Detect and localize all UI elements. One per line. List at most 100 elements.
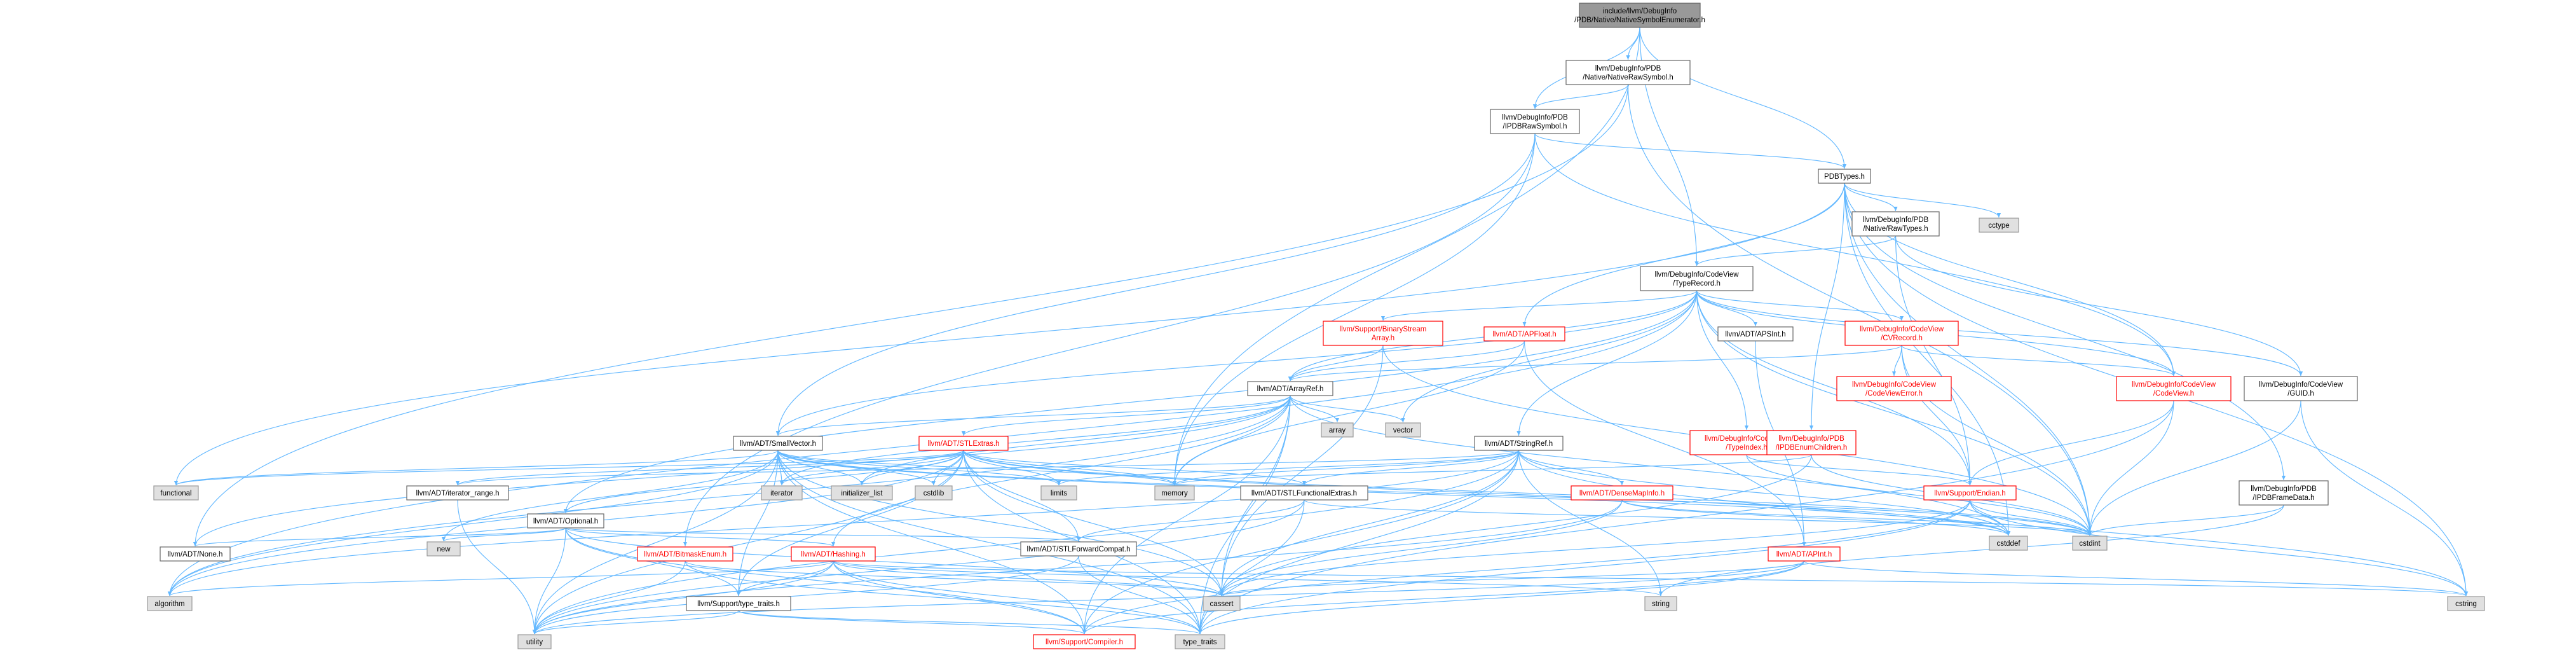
node-native_raw[interactable]: llvm/DebugInfo/PDB/Native/NativeRawSymbo… xyxy=(1565,60,1691,85)
node-box-cstddef xyxy=(1989,536,2028,551)
edge-endian-to-compiler xyxy=(1082,499,1971,635)
node-algorithm: algorithm xyxy=(147,596,193,611)
edge-smallvector-to-type_traits xyxy=(777,450,1203,635)
edge-densemapinfo-to-cstddef xyxy=(1621,499,2011,536)
node-hashing[interactable]: llvm/ADT/Hashing.h xyxy=(791,546,876,562)
node-label-optional-0: llvm/ADT/Optional.h xyxy=(533,518,598,525)
edge-typeindex-to-cstdint xyxy=(1746,454,2092,536)
node-pdbtypes[interactable]: PDBTypes.h xyxy=(1818,169,1871,184)
node-label-arrayref-0: llvm/ADT/ArrayRef.h xyxy=(1257,385,1324,393)
edge-bitmask-to-cassert xyxy=(685,560,1223,597)
node-smallvector[interactable]: llvm/ADT/SmallVector.h xyxy=(733,436,823,451)
edge-densemapinfo-to-cstdint xyxy=(1621,499,2092,536)
node-label-guid-1: /GUID.h xyxy=(2287,390,2314,398)
node-cverror[interactable]: llvm/DebugInfo/CodeView/CodeViewError.h xyxy=(1836,376,1952,401)
edge-stringref-to-iterrange xyxy=(456,450,1520,486)
node-label-utility-0: utility xyxy=(526,639,543,646)
edge-arrayref-to-vector xyxy=(1290,395,1405,423)
node-typerecord[interactable]: llvm/DebugInfo/CodeView/TypeRecord.h xyxy=(1640,266,1754,291)
node-optional[interactable]: llvm/ADT/Optional.h xyxy=(527,513,604,529)
edge-typerecord-to-binstream xyxy=(1380,290,1698,321)
node-stlfunc[interactable]: llvm/ADT/STLFunctionalExtras.h xyxy=(1240,485,1368,501)
node-box-none xyxy=(160,546,231,562)
node-apint[interactable]: llvm/ADT/APInt.h xyxy=(1768,546,1841,562)
node-box-stlfwd xyxy=(1020,541,1137,557)
node-label-stringref-0: llvm/ADT/StringRef.h xyxy=(1485,440,1553,448)
node-label-bitmask-0: llvm/ADT/BitmaskEnum.h xyxy=(644,551,726,558)
node-cvrecord[interactable]: llvm/DebugInfo/CodeView/CVRecord.h xyxy=(1844,321,1959,346)
node-typetraits_h[interactable]: llvm/Support/type_traits.h xyxy=(686,596,791,611)
edge-pdbtypes-to-ipdbenum xyxy=(1809,183,1845,431)
edge-pdbtypes-to-cstddef xyxy=(1844,183,2011,536)
node-stringref[interactable]: llvm/ADT/StringRef.h xyxy=(1474,436,1564,451)
edge-smallvector-to-cassert xyxy=(777,450,1224,597)
node-compiler[interactable]: llvm/Support/Compiler.h xyxy=(1033,634,1136,649)
node-box-framedata xyxy=(2239,480,2329,506)
edge-typetraits_h-to-compiler xyxy=(738,610,1086,635)
node-label-stlfwd-0: llvm/ADT/STLForwardCompat.h xyxy=(1027,546,1131,553)
node-guid[interactable]: llvm/DebugInfo/CodeView/GUID.h xyxy=(2244,376,2358,401)
node-apsint[interactable]: llvm/ADT/APSInt.h xyxy=(1717,326,1794,342)
node-iterrange[interactable]: llvm/ADT/iterator_range.h xyxy=(406,485,509,501)
node-label-smallvector-0: llvm/ADT/SmallVector.h xyxy=(740,440,816,448)
node-label-cvrecord-0: llvm/DebugInfo/CodeView xyxy=(1860,326,1944,333)
node-box-memory xyxy=(1154,485,1195,501)
edge-optional-to-new xyxy=(441,527,566,542)
edge-root-to-pdbtypes xyxy=(1639,27,1847,169)
edge-stringref-to-limits xyxy=(1056,450,1520,486)
node-stlextras[interactable]: llvm/ADT/STLExtras.h xyxy=(918,436,1009,451)
node-root[interactable]: include/llvm/DebugInfo/PDB/Native/Native… xyxy=(1574,3,1705,28)
node-endian[interactable]: llvm/Support/Endian.h xyxy=(1923,485,2017,501)
node-box-apint xyxy=(1768,546,1841,562)
edge-typerecord-to-guid xyxy=(1696,290,2303,377)
node-box-optional xyxy=(527,513,604,529)
node-rawtypes[interactable]: llvm/DebugInfo/PDB/Native/RawTypes.h xyxy=(1851,211,1940,237)
edge-optional-to-hashing xyxy=(565,527,836,547)
node-limits: limits xyxy=(1040,485,1077,501)
node-label-ipdbenum-0: llvm/DebugInfo/PDB xyxy=(1778,435,1844,443)
node-box-cstring xyxy=(2447,596,2485,611)
edge-bitmask-to-utility xyxy=(532,560,686,635)
node-stlfwd[interactable]: llvm/ADT/STLForwardCompat.h xyxy=(1020,541,1137,557)
node-framedata[interactable]: llvm/DebugInfo/PDB/IPDBFrameData.h xyxy=(2239,480,2329,506)
edge-apint-to-compiler xyxy=(1082,560,1805,635)
edge-stlextras-to-cstdint xyxy=(963,450,2092,536)
edge-apint-to-utility xyxy=(533,560,1805,635)
node-ipdbraw[interactable]: llvm/DebugInfo/PDB/IPDBRawSymbol.h xyxy=(1490,109,1580,134)
node-apfloat[interactable]: llvm/ADT/APFloat.h xyxy=(1483,326,1565,342)
edge-cvrecord-to-cverror xyxy=(1891,345,1902,377)
node-none[interactable]: llvm/ADT/None.h xyxy=(160,546,231,562)
node-label-cverror-1: /CodeViewError.h xyxy=(1865,390,1923,398)
edge-codeview-to-cstdint xyxy=(2087,400,2174,536)
node-label-codeview-0: llvm/DebugInfo/CodeView xyxy=(2132,381,2216,389)
edge-stringref-to-cassert xyxy=(1219,450,1520,597)
edge-arrayref-to-initlist xyxy=(859,395,1291,486)
node-label-limits-0: limits xyxy=(1051,490,1067,497)
node-label-native_raw-0: llvm/DebugInfo/PDB xyxy=(1595,65,1661,73)
edge-arrayref-to-array xyxy=(1290,395,1340,423)
edge-root-to-native_raw xyxy=(1626,27,1640,60)
edge-guid-to-cstdint xyxy=(2087,400,2301,536)
edge-arrayref-to-smallvector xyxy=(775,395,1291,436)
edge-hashing-to-type_traits xyxy=(833,560,1203,635)
node-label-typerecord-1: /TypeRecord.h xyxy=(1673,280,1721,287)
node-ipdbenum[interactable]: llvm/DebugInfo/PDB/IPDBEnumChildren.h xyxy=(1766,430,1857,455)
node-vector: vector xyxy=(1385,422,1421,438)
edge-hashing-to-string xyxy=(833,560,1663,597)
edge-ipdbraw-to-codeview xyxy=(1534,133,2176,377)
edge-apfloat-to-memory xyxy=(1172,340,1525,486)
edge-native_raw-to-none xyxy=(193,84,1629,547)
node-label-stlfunc-0: llvm/ADT/STLFunctionalExtras.h xyxy=(1251,490,1357,497)
edge-typerecord-to-endian xyxy=(1696,290,1972,486)
edge-typerecord-to-typeindex xyxy=(1696,290,1749,431)
node-arrayref[interactable]: llvm/ADT/ArrayRef.h xyxy=(1247,381,1333,396)
node-box-functional xyxy=(153,485,199,501)
node-codeview[interactable]: llvm/DebugInfo/CodeView/CodeView.h xyxy=(2116,376,2232,401)
node-cstring: cstring xyxy=(2447,596,2485,611)
edge-arrayref-to-iterator xyxy=(779,395,1291,486)
node-densemapinfo[interactable]: llvm/ADT/DenseMapInfo.h xyxy=(1571,485,1673,501)
node-bitmask[interactable]: llvm/ADT/BitmaskEnum.h xyxy=(637,546,733,562)
edge-stlextras-to-stlfunc xyxy=(963,450,1307,486)
edge-ipdbenum-to-memory xyxy=(1173,454,1812,486)
